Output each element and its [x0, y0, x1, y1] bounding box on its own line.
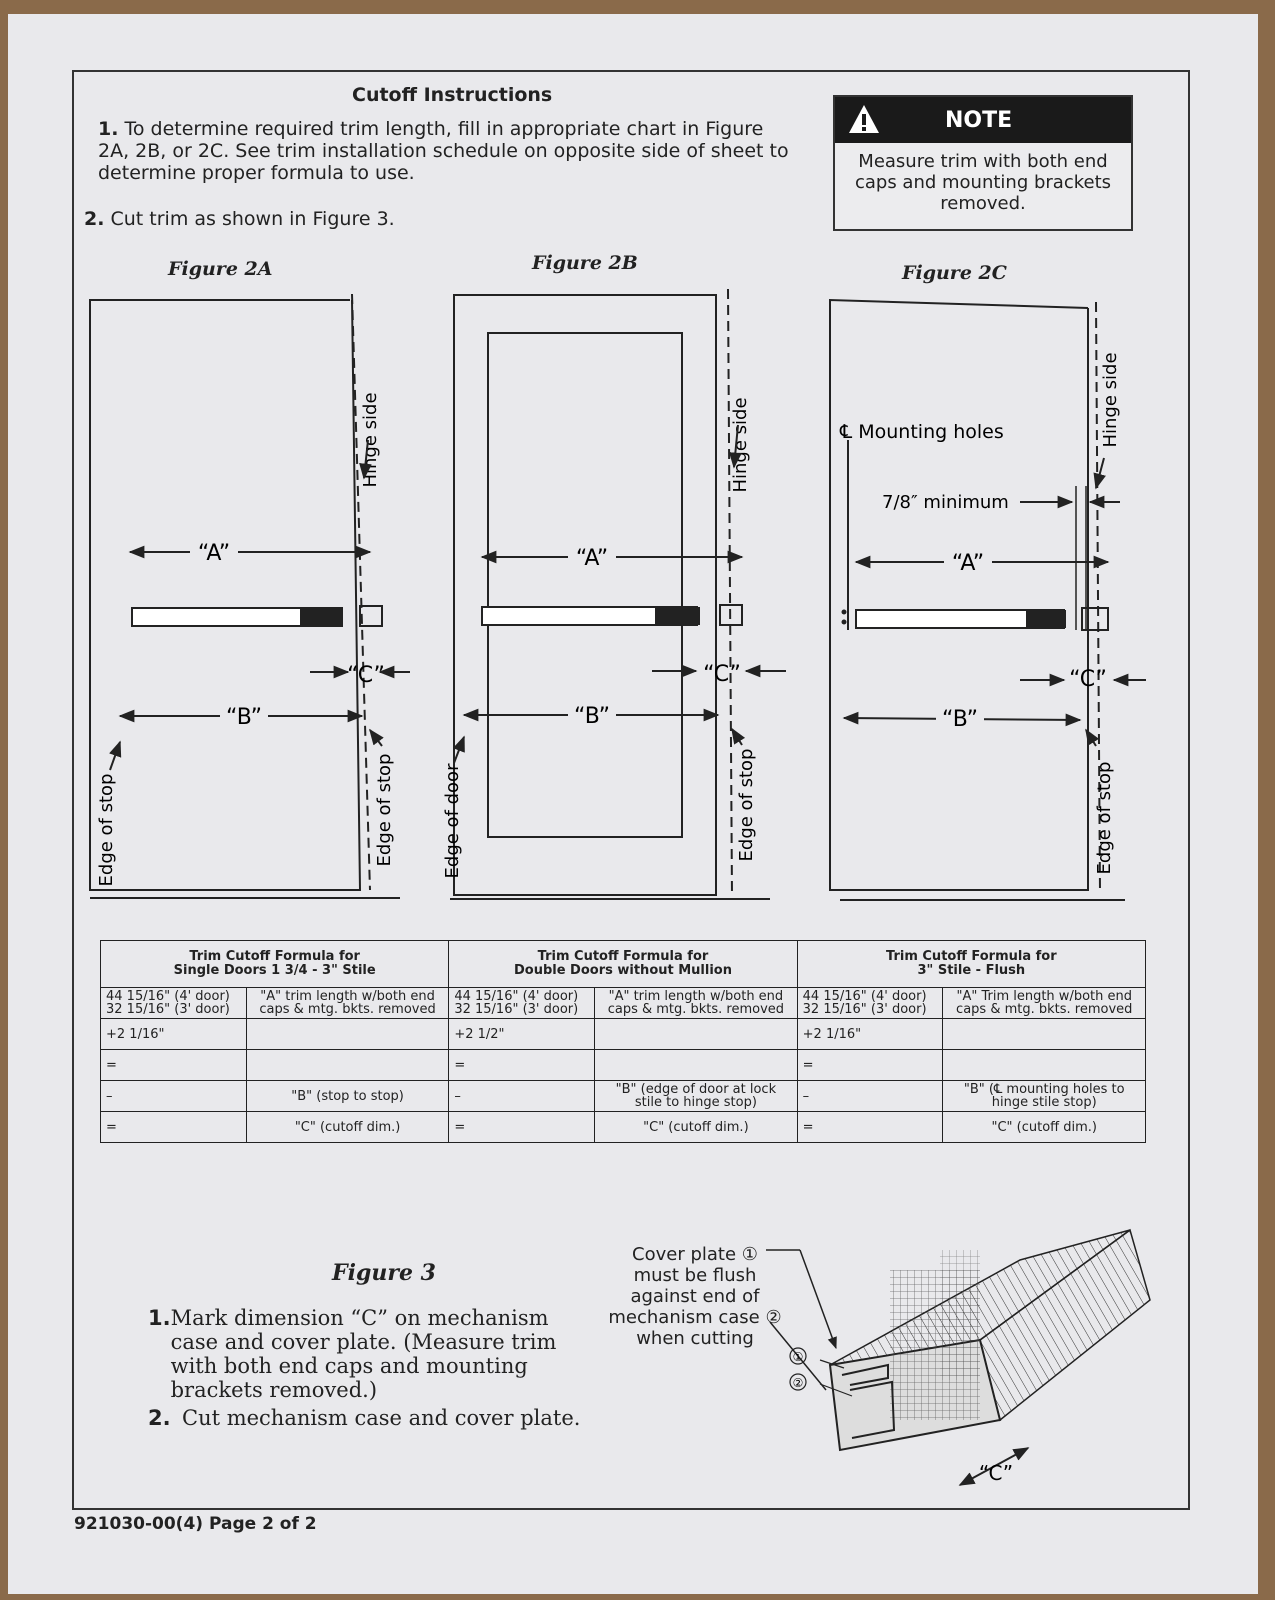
dimension-a-label: “A” — [952, 551, 984, 576]
content-frame — [72, 70, 1190, 1510]
table-cell: = — [448, 1049, 596, 1081]
table-row: 44 15/16" (4' door)32 15/16" (3' door) "… — [100, 987, 1146, 1019]
note-heading: NOTE — [945, 108, 1013, 133]
list-item: 1.Mark dimension “C” on mechanism case a… — [148, 1306, 557, 1402]
table-cell: 44 15/16" (4' door)32 15/16" (3' door) — [448, 987, 596, 1019]
table-row: = "C" (cutoff dim.) = "C" (cutoff dim.) … — [100, 1111, 1146, 1143]
hinge-side-label: Hinge side — [360, 392, 381, 487]
hinge-side-label: Hinge side — [1100, 352, 1121, 447]
dimension-c-label: “C” — [347, 663, 385, 688]
minimum-label: 7/8″ minimum — [882, 492, 1009, 513]
note-text: Measure trim with both end caps and moun… — [854, 151, 1112, 214]
callout-2-label: ② — [793, 1376, 804, 1390]
note-header: NOTE — [835, 97, 1131, 143]
dimension-a-label: “A” — [576, 546, 608, 571]
step-1: 1. To determine required trim length, fi… — [98, 118, 798, 184]
page-title: Cutoff Instructions — [352, 84, 553, 106]
figure-3-title: Figure 3 — [332, 1260, 436, 1286]
dimension-b-label: “B” — [574, 704, 610, 729]
table-cell: "C" (cutoff dim.) — [942, 1111, 1146, 1143]
edge-of-stop-right-label: Edge of stop — [374, 754, 395, 867]
list-item: 2.Cut mechanism case and cover plate. — [148, 1406, 581, 1430]
mounting-holes-label: ℄ Mounting holes — [839, 421, 1004, 443]
figure-2c-title: Figure 2C — [902, 262, 1007, 284]
figure-2a-diagram: “A” “C” “B” Hinge side Edge of stop Edge… — [89, 293, 410, 899]
page-footer: 921030-00(4) Page 2 of 2 — [74, 1514, 317, 1534]
edge-of-stop-label: Edge of stop — [736, 749, 757, 862]
figure-2b-title: Figure 2B — [532, 252, 638, 274]
figure-2a-title: Figure 2A — [168, 258, 273, 280]
table-cell: = — [100, 1111, 247, 1143]
table-cell: "C" (cutoff dim.) — [245, 1111, 450, 1143]
step-1-number: 1. — [98, 118, 119, 140]
dimension-c-label: “C” — [979, 1461, 1013, 1485]
table-row: = = = — [100, 1049, 1146, 1081]
hinge-side-label: Hinge side — [730, 397, 751, 492]
table-cell-blank — [594, 1018, 798, 1050]
dimension-c-label: “C” — [1069, 667, 1107, 692]
table-row: – "B" (stop to stop) – "B" (edge of door… — [100, 1080, 1146, 1112]
warning-icon — [849, 105, 879, 133]
table-cell: – — [796, 1080, 944, 1112]
step-1-text: To determine required trim length, fill … — [98, 118, 789, 184]
table-cell-blank — [942, 1049, 1146, 1081]
table-cell: 44 15/16" (4' door)32 15/16" (3' door) — [100, 987, 247, 1019]
table-cell-blank — [594, 1049, 798, 1081]
table-cell: = — [796, 1111, 944, 1143]
edge-of-door-label: Edge of door — [442, 763, 463, 879]
edge-of-stop-label: Edge of stop — [1094, 762, 1115, 875]
table-cell: "C" (cutoff dim.) — [594, 1111, 798, 1143]
dimension-b-label: “B” — [226, 705, 262, 730]
table-cell: = — [448, 1111, 596, 1143]
edge-of-stop-left-label: Edge of stop — [96, 774, 117, 887]
cover-plate-note: Cover plate ① must be flush against end … — [608, 1244, 782, 1349]
note-box: NOTE Measure trim with both end caps and… — [833, 95, 1133, 231]
step-2: 2. Cut trim as shown in Figure 3. — [84, 208, 395, 230]
table-cell: +2 1/2" — [448, 1018, 596, 1050]
table-cell: +2 1/16" — [796, 1018, 944, 1050]
table-cell: 44 15/16" (4' door)32 15/16" (3' door) — [796, 987, 944, 1019]
figure-2b-diagram: “A” “C” “B” Hinge side Edge of door Edge… — [442, 288, 786, 900]
table-cell: = — [100, 1049, 247, 1081]
table-cell: +2 1/16" — [100, 1018, 247, 1050]
table-cell: = — [796, 1049, 944, 1081]
step-2-text: Cut trim as shown in Figure 3. — [110, 208, 395, 230]
table-cell: – — [448, 1080, 596, 1112]
step-2-number: 2. — [84, 208, 105, 230]
table-cell-blank — [245, 1018, 450, 1050]
table-cell: "B" (stop to stop) — [245, 1080, 450, 1112]
dimension-c-label: “C” — [703, 662, 741, 687]
dimension-b-label: “B” — [942, 707, 978, 732]
figure-2c-diagram: ℄ Mounting holes 7/8″ minimum “A” “C” “B… — [829, 298, 1146, 901]
table-cell-blank — [942, 1018, 1146, 1050]
table-row: +2 1/16" +2 1/2" +2 1/16" — [100, 1018, 1146, 1050]
callout-1-label: ① — [793, 1350, 804, 1364]
figure-3-mechanism-illustration: ① ② “C” — [766, 1228, 1151, 1486]
table-cell-blank — [245, 1049, 450, 1081]
figure-3-steps: 1.Mark dimension “C” on mechanism case a… — [148, 1306, 588, 1434]
table-cell: – — [100, 1080, 247, 1112]
dimension-a-label: “A” — [198, 541, 230, 566]
